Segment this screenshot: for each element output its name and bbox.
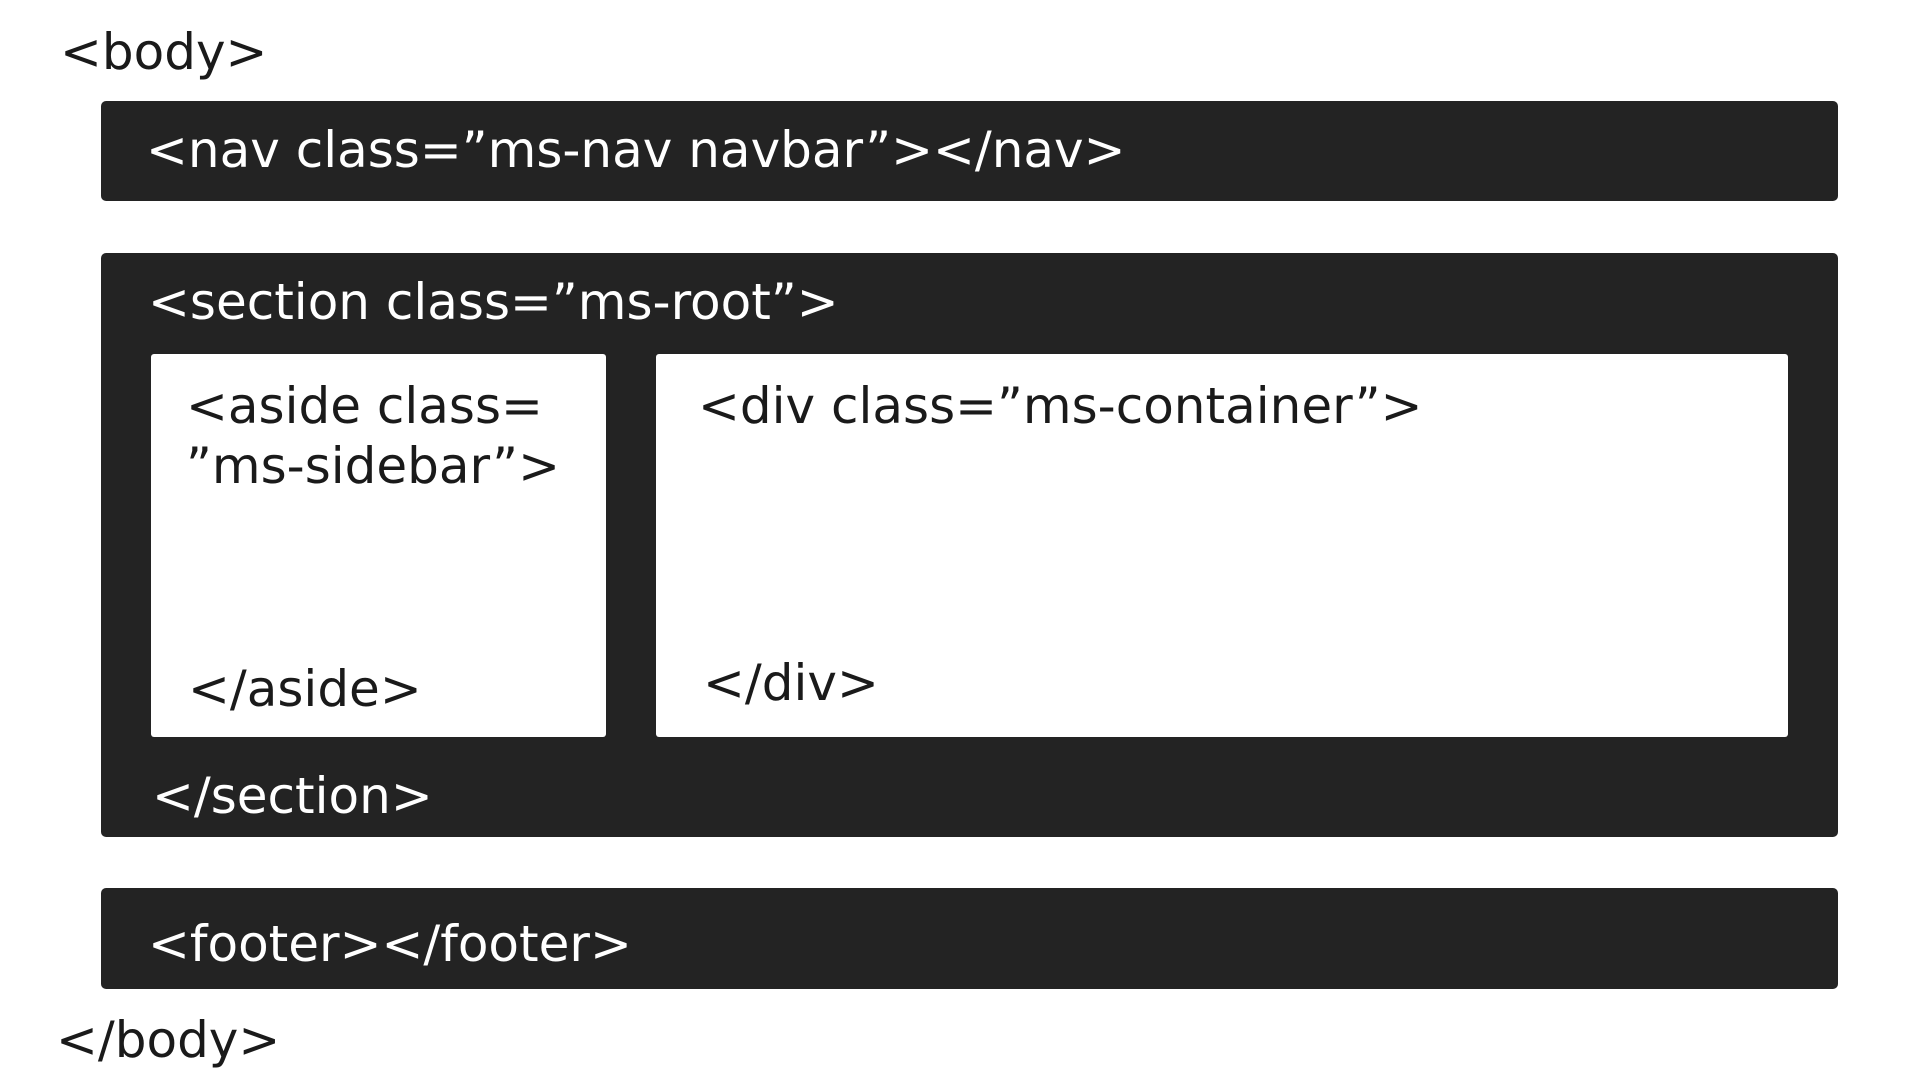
section-open-tag: <section class=”ms-root”> <box>148 273 839 331</box>
container-div-block <box>656 354 1788 737</box>
section-close-tag: </section> <box>152 767 433 825</box>
nav-tag-label: <nav class=”ms-nav navbar”></nav> <box>146 121 1126 179</box>
div-open-tag: <div class=”ms-container”> <box>698 377 1423 435</box>
footer-block <box>101 888 1838 989</box>
body-open-tag: <body> <box>60 23 268 81</box>
footer-tag-label: <footer></footer> <box>148 915 632 973</box>
nav-block <box>101 101 1838 201</box>
div-close-tag: </div> <box>703 654 879 712</box>
body-close-tag: </body> <box>56 1011 281 1069</box>
aside-open-tag: <aside class= ”ms-sidebar”> <box>186 377 560 495</box>
aside-close-tag: </aside> <box>188 660 422 718</box>
aside-sidebar-block <box>151 354 606 737</box>
